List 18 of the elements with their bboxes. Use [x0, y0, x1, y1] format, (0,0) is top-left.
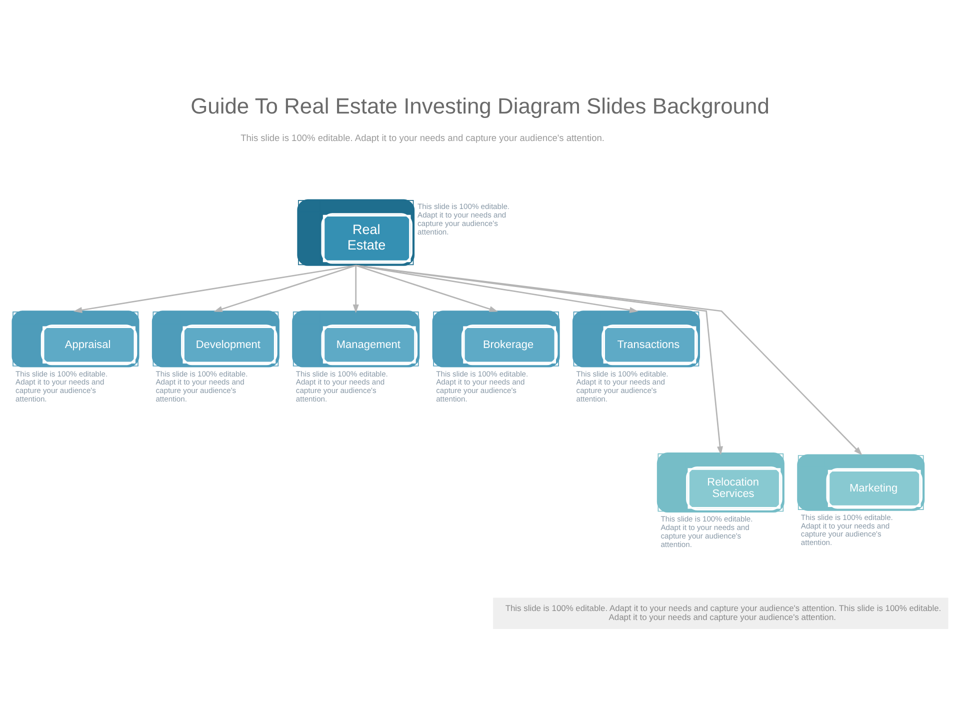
label: This slide is 100% editable. Adapt it to your needs and capture your audience's attention. [240, 132, 604, 143]
node-label: This slide is 100% editable. Adapt it to your needs and capture your audience's attention. [436, 368, 528, 404]
arrow [73, 264, 356, 313]
node-label: This slide is 100% editable. Adapt it to your needs and capture your audience's attention. [660, 514, 753, 548]
node-label: This slide is 100% editable. Adapt it to your needs and capture your audience's attention. [296, 368, 388, 404]
node-label: This slide is 100% editable. Adapt it to your needs and capture your audience's attention. [576, 368, 668, 404]
arrow [356, 264, 498, 312]
arrow [214, 264, 356, 312]
arrow [356, 264, 862, 455]
arrow [356, 264, 638, 313]
node-label: This slide is 100% editable. Adapt it to your needs and capture your audience's attention. [418, 202, 510, 236]
node-label: This slide is 100% editable. Adapt it to your needs and capture your audience's attention. [800, 512, 893, 547]
node-label: This slide is 100% editable. Adapt it to your needs and capture your audience's attention. [16, 368, 108, 404]
arrow [352, 265, 359, 313]
diagram-title: Guide To Real Estate Investing Diagram Slides Background [190, 92, 770, 118]
node-label: This slide is 100% editable. Adapt it to your needs and capture your audience's attention. [156, 368, 248, 404]
label: This slide is 100% editable. Adapt it to your needs and capture your audience's attention. This slide is 100% editable. Adapt it to your needs and capture your audience's attention. [505, 602, 942, 622]
arrow [356, 264, 724, 454]
